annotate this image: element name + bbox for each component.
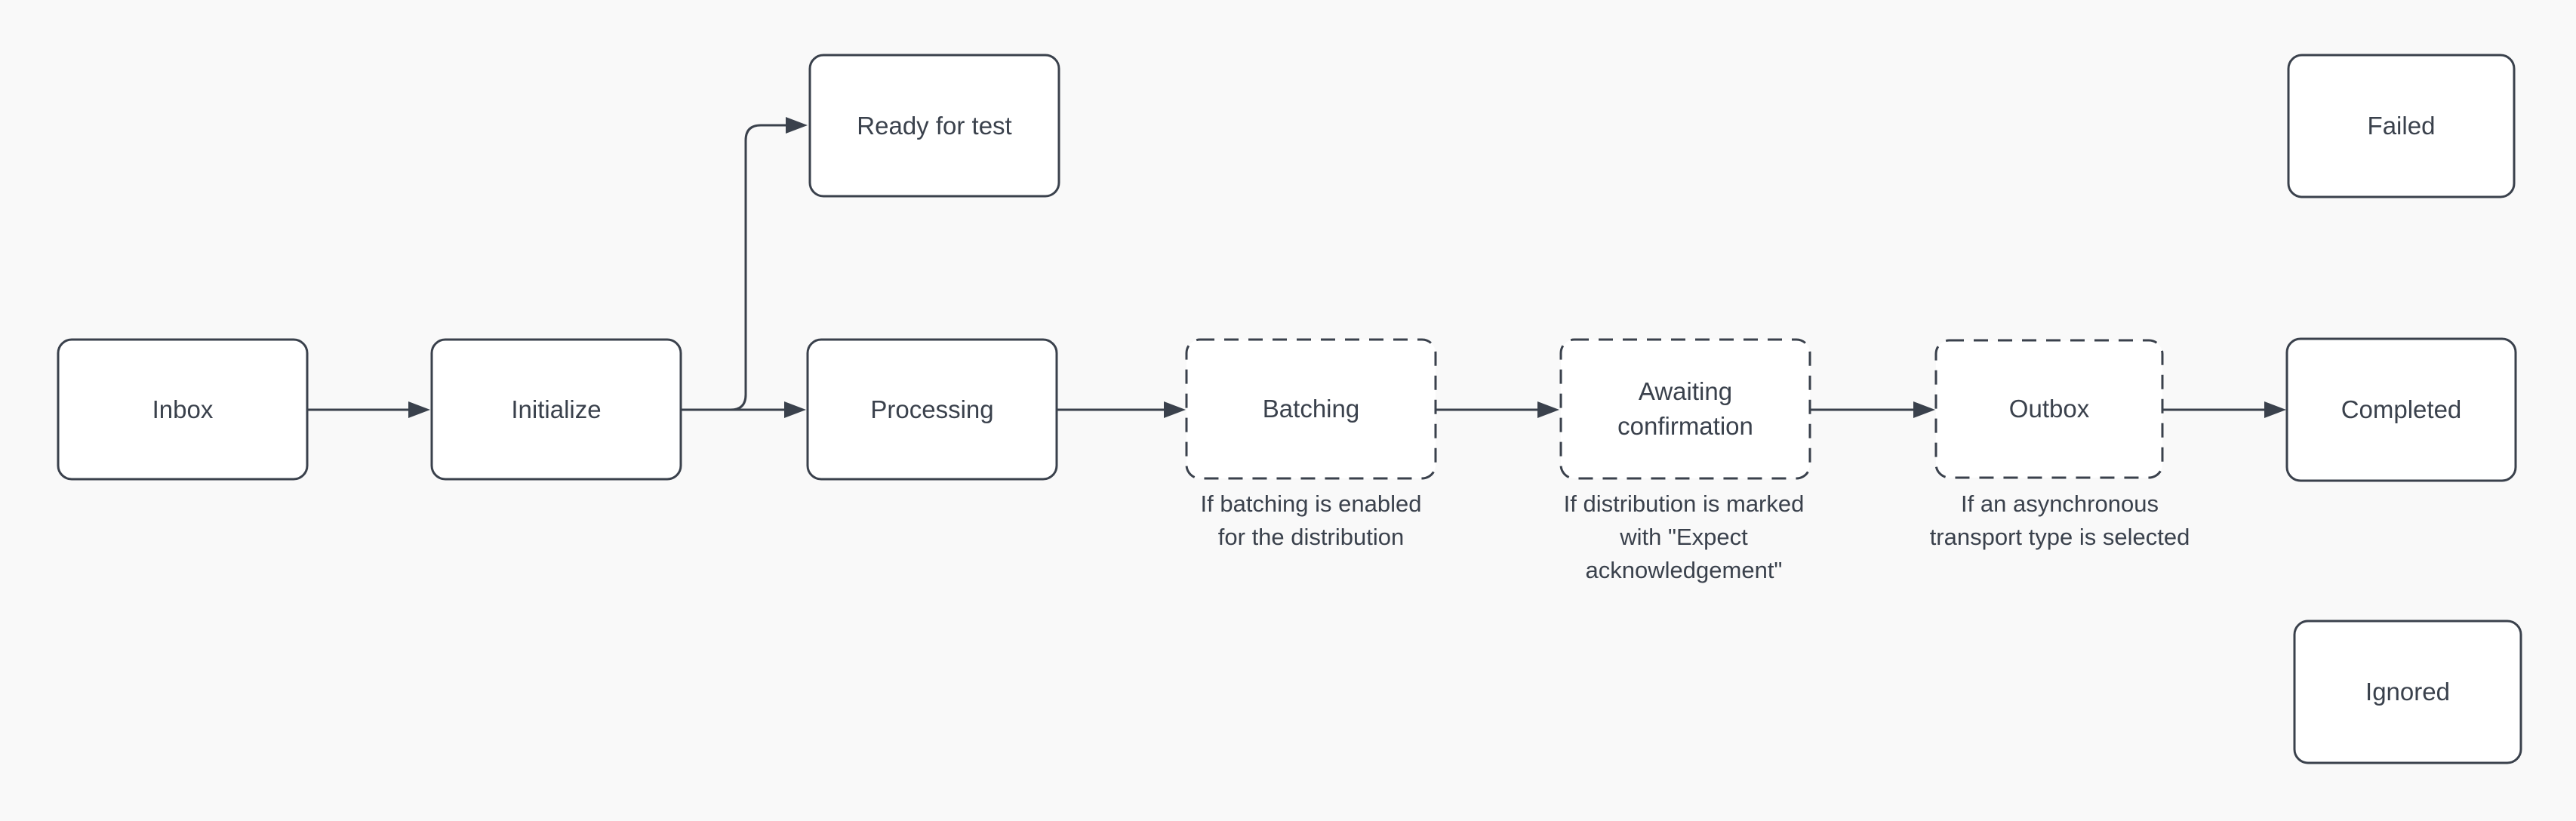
node-completed-label: Completed (2341, 395, 2462, 423)
node-failed[interactable]: Failed (2288, 55, 2514, 197)
node-ignored-shape (2293, 620, 2522, 764)
node-ready-for-test-label: Ready for test (857, 111, 1012, 140)
caption-awaiting-line-1: If distribution is marked (1563, 490, 1805, 517)
arrowhead-into-batching (1164, 401, 1186, 418)
caption-awaiting-line-3: acknowledgement" (1585, 557, 1783, 583)
node-batching-shape (1185, 338, 1437, 480)
node-initialize-label: Initialize (511, 395, 602, 423)
edge-initialize-ready-for-test (681, 124, 787, 411)
node-inbox-shape (57, 338, 309, 481)
node-processing-shape (806, 338, 1058, 481)
node-processing-label: Processing (870, 395, 994, 423)
arrowhead-into-awaiting (1537, 401, 1559, 418)
arrowhead-into-ready-for-test (786, 117, 808, 134)
caption-outbox-line-2: transport type is selected (1929, 524, 2190, 550)
node-processing[interactable]: Processing (808, 340, 1057, 479)
node-inbox-label: Inbox (152, 395, 214, 423)
node-ready-for-test-shape (808, 54, 1060, 198)
caption-batching: If batching is enabled for the distribut… (1201, 487, 1422, 554)
node-ready-for-test[interactable]: Ready for test (810, 55, 1059, 196)
node-ignored-label: Ignored (2365, 678, 2450, 706)
node-initialize[interactable]: Initialize (432, 340, 681, 479)
caption-awaiting-confirmation: If distribution is marked with "Expect a… (1564, 487, 1805, 587)
node-initialize-shape (430, 338, 682, 481)
arrowhead-into-initialize (408, 401, 430, 418)
node-failed-label: Failed (2367, 112, 2436, 140)
caption-awaiting-line-2: with "Expect (1620, 524, 1748, 550)
node-awaiting-confirmation[interactable]: Awaiting confirmation (1561, 340, 1810, 478)
caption-batching-line-1: If batching is enabled (1200, 490, 1422, 517)
node-ignored[interactable]: Ignored (2294, 621, 2521, 763)
node-awaiting-confirmation-shape (1559, 338, 1811, 480)
node-failed-shape (2287, 54, 2516, 198)
caption-outbox-line-1: If an asynchronous (1961, 490, 2159, 517)
caption-outbox: If an asynchronous transport type is sel… (1930, 487, 2190, 554)
node-outbox-shape (1934, 339, 2164, 479)
node-completed[interactable]: Completed (2287, 339, 2516, 481)
node-completed-shape (2285, 337, 2517, 482)
node-awaiting-confirmation-label: Awaiting confirmation (1617, 377, 1753, 440)
node-batching-label: Batching (1262, 395, 1360, 423)
node-inbox[interactable]: Inbox (58, 340, 307, 479)
caption-batching-line-2: for the distribution (1217, 524, 1405, 550)
arrowhead-into-outbox (1913, 401, 1935, 418)
node-outbox[interactable]: Outbox (1936, 340, 2162, 478)
node-batching[interactable]: Batching (1186, 340, 1436, 478)
arrowhead-into-processing (784, 401, 806, 418)
node-outbox-label: Outbox (2008, 395, 2090, 423)
arrowhead-into-completed (2264, 401, 2286, 418)
